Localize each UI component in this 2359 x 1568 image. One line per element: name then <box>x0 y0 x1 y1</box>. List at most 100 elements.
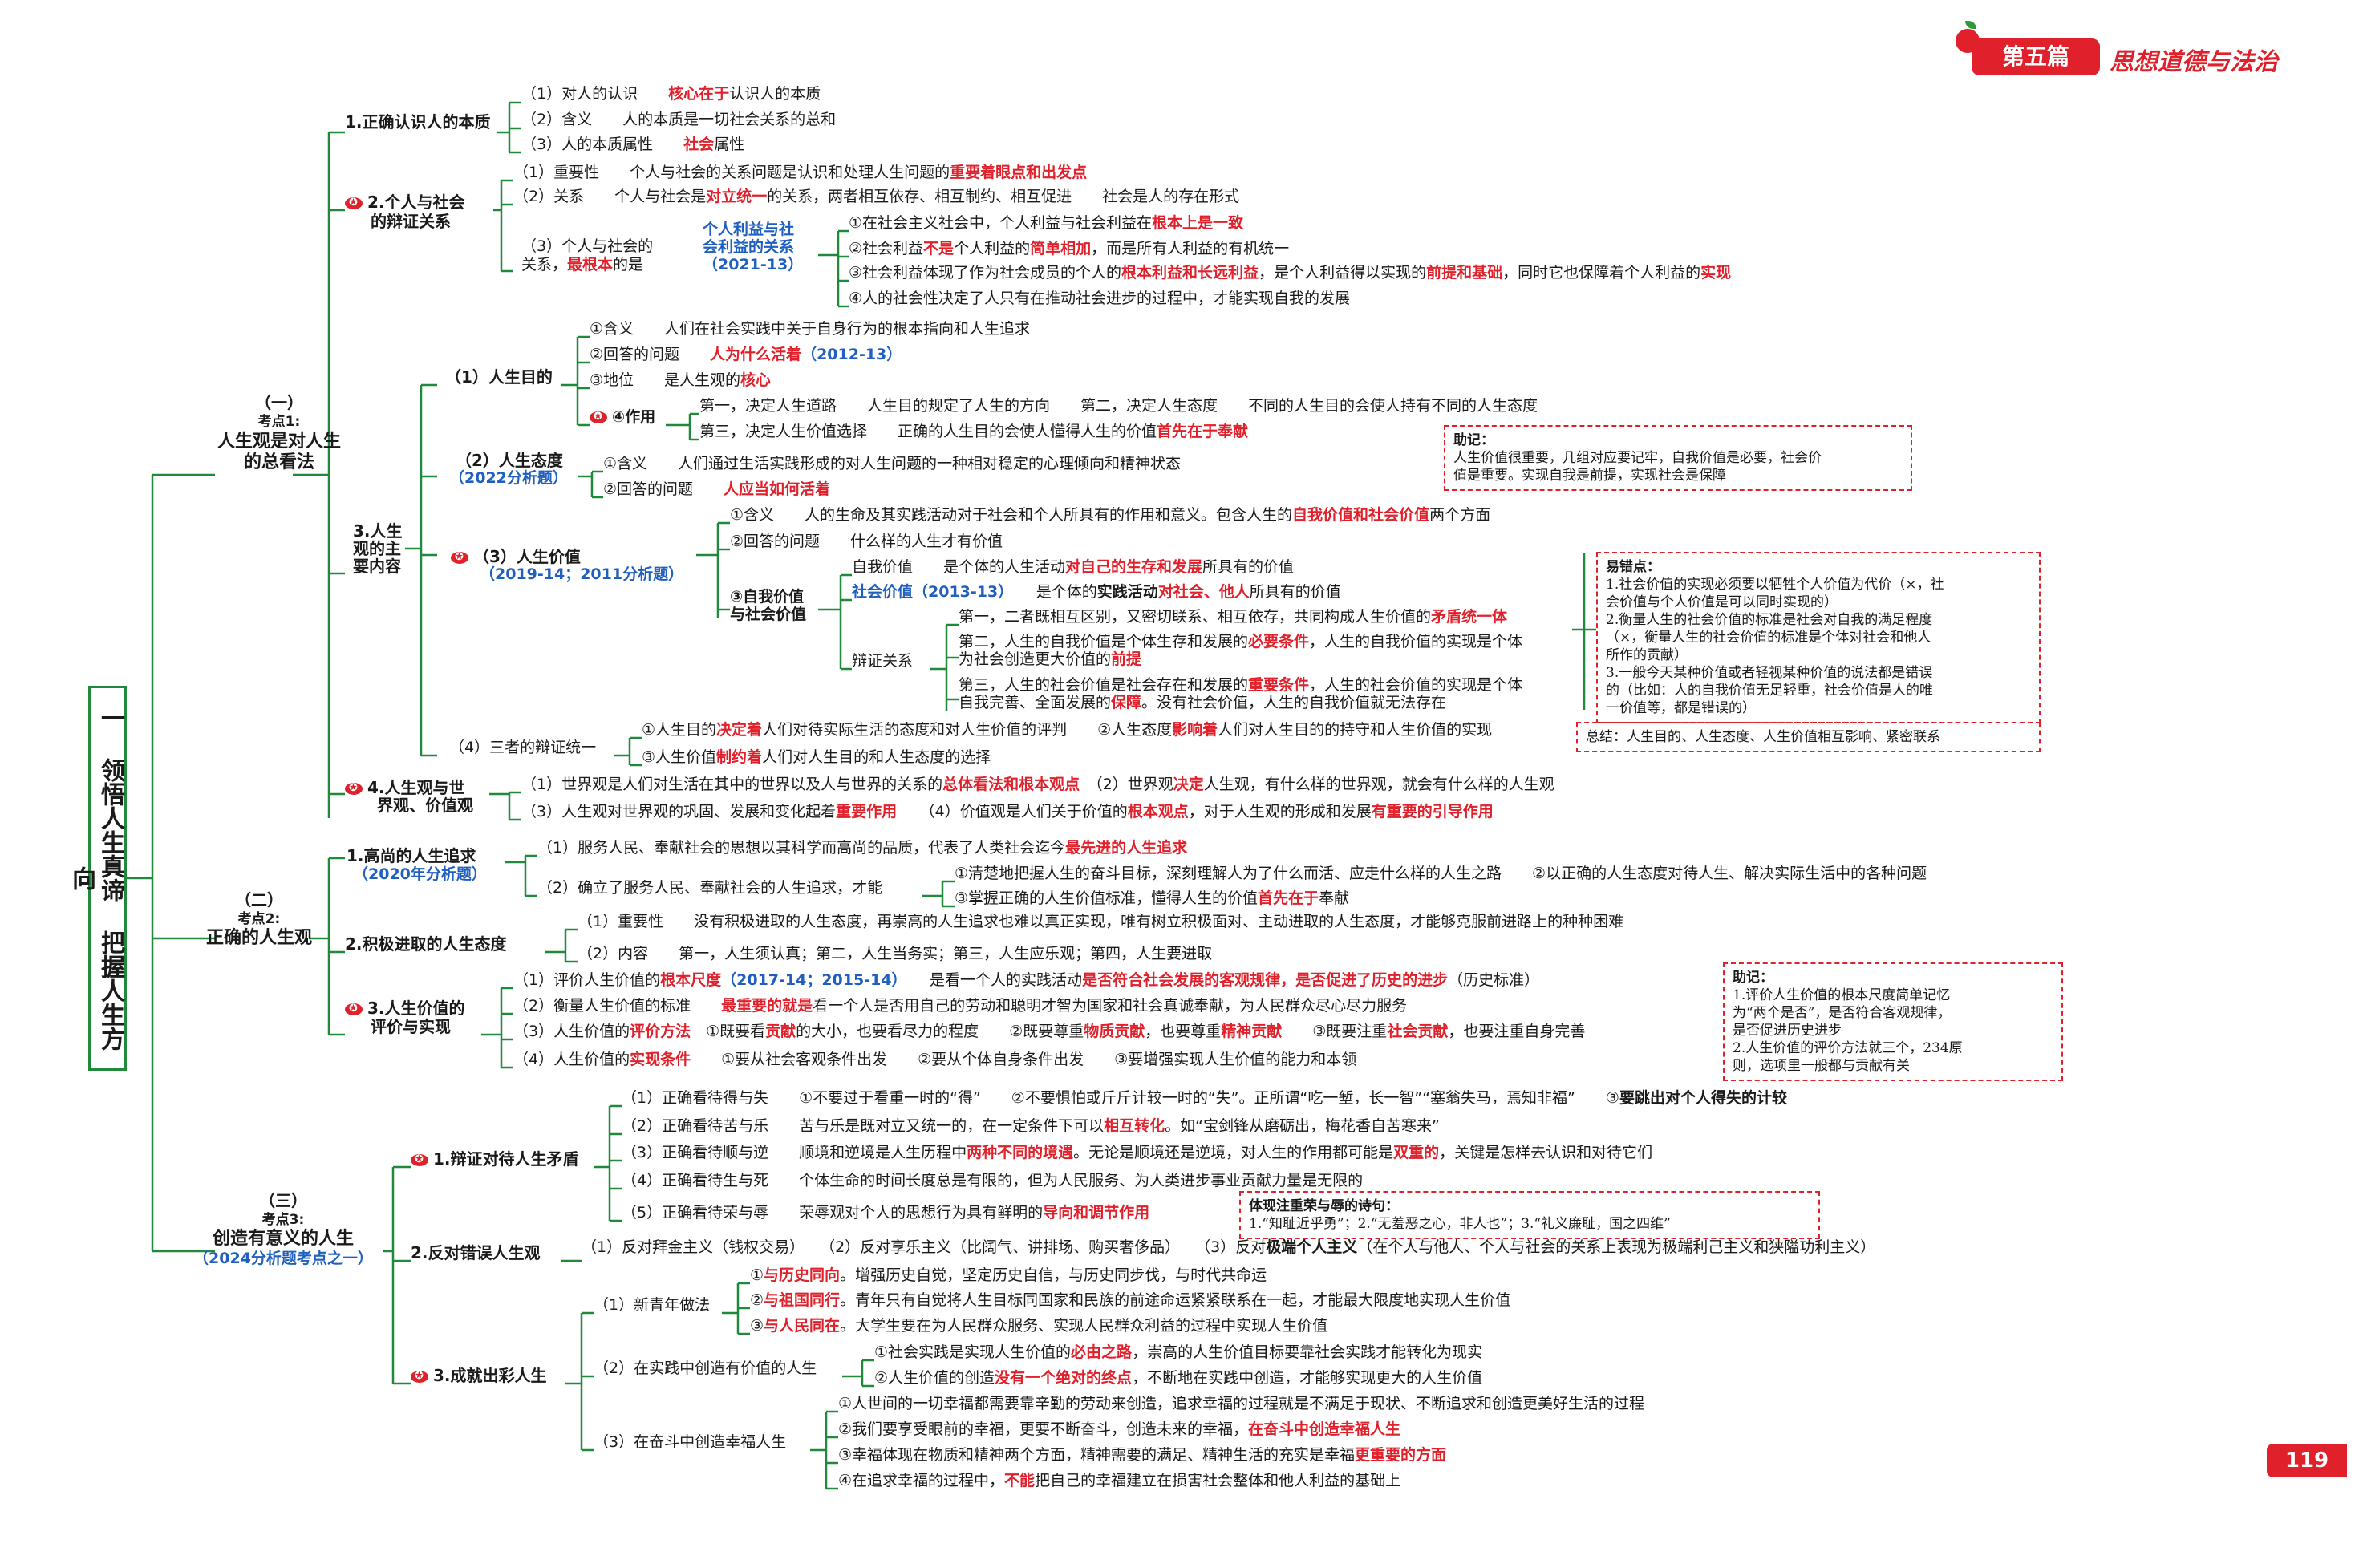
branch-s1-p1-2: ②回答的问题 人为什么活着（2012-13） <box>590 345 902 364</box>
text-run: ②回答的问题 <box>590 346 711 363</box>
key-point-icon <box>590 407 607 427</box>
text-run: 决定着 <box>716 721 763 739</box>
branch-s1-b2-3-2: ②社会利益不是个人利益的简单相加，而是所有人利益的有机统一 <box>849 239 1289 258</box>
text-run: （1）世界观 <box>521 776 608 793</box>
text-run: 制约着 <box>716 748 763 766</box>
text-run: ③人生价值 <box>642 748 717 766</box>
branch-s3-b3-3a: ①人世间的一切幸福都需要靠辛勤的劳动来创造，追求幸福的过程就是不满足于现状、不断… <box>838 1394 1644 1413</box>
branch-s3-b3: 3.成就出彩人生 <box>411 1366 547 1386</box>
text-run: 不是 <box>923 240 955 257</box>
branch-s2-b1a: 1.高尚的人生追求 <box>347 846 476 866</box>
text-run: ，而是所有人利益的有机统一 <box>1091 240 1290 257</box>
text-run: ，关键是怎样去认识和对待它们 <box>1439 1144 1653 1161</box>
text-run: 人为什么活着 <box>710 346 802 363</box>
section-3-node: （三） 考点3: 创造有意义的人生 （2024分析题考点之一） <box>183 1191 383 1268</box>
branch-s1-p2b: （2022分析题） <box>449 468 568 488</box>
text-run: 人们对待实际生活的态度和对人生价值的评判 ②人生态度 <box>762 721 1173 739</box>
branch-s2-b2: 2.积极进取的人生态度 <box>345 934 507 954</box>
branch-s3-b3-3d: ④在追求幸福的过程中，不能把自己的幸福建立在损害社会整体和他人利益的基础上 <box>838 1471 1400 1490</box>
text-run: 对立统一 <box>706 188 768 205</box>
text-run: 物质贡献 <box>1084 1023 1145 1040</box>
branch-s1-p3-3-2: 社会价值（2013-13） 是个体的实践活动对社会、他人所具有的价值 <box>852 582 1341 602</box>
branch-s2-b2-2: （2）内容 第一，人生须认真；第二，人生当务实；第三，人生应乐观；第四，人生要进… <box>578 944 1212 963</box>
branch-s3-b3-1: （1）新青年做法 <box>594 1295 710 1315</box>
branch-s1-b2-1: （1）重要性 个人与社会的关系问题是认识和处理人生问题的重要着眼点和出发点 <box>513 163 1087 182</box>
text-run: 双重的 <box>1393 1144 1440 1161</box>
branch-s1-b1-2: （2）含义 人的本质是一切社会关系的总和 <box>521 110 836 129</box>
text-run: 会利益的关系 <box>703 238 795 256</box>
note-line: 所作的贡献） <box>1606 647 1688 663</box>
text-run: （2021-13） <box>703 256 804 273</box>
branch-s3-b3-2: （2）在实践中创造有价值的人生 <box>594 1359 817 1378</box>
note-line: 是否促进历史进步 <box>1733 1023 1842 1039</box>
text-run: ②回答的问题 什么样的人生才有价值 <box>730 533 1003 550</box>
text-run: ④在追求幸福的过程中， <box>838 1472 1005 1489</box>
key-point-icon <box>345 779 363 798</box>
section-2-number: （二） <box>235 890 283 910</box>
text-run: ，是个人利益得以实现的 <box>1259 264 1427 282</box>
text-run: （2）内容 第一，人生须认真；第二，人生当务实；第三，人生应乐观；第四，人生要进… <box>578 945 1213 962</box>
text-run: ①含义 人的生命及其实践活动对于社会和个人所具有的作用和意义。包含人生的 <box>730 506 1293 524</box>
note-title: 体现注重荣与辱的诗句： <box>1249 1198 1399 1214</box>
note-line: 为“两个是否”，是否符合客观规律， <box>1733 1005 1952 1021</box>
text-run: ，也要尊重 <box>1145 1023 1222 1040</box>
part-label: 第五篇 <box>1972 38 2100 75</box>
text-run: 对社会、他人 <box>1157 583 1250 601</box>
text-run: ③ <box>750 1317 764 1335</box>
branch-s2-b1-1: （1）服务人民、奉献社会的思想以其科学而高尚的品质，代表了人类社会迄今最先进的人… <box>537 838 1187 857</box>
branch-s1-p3-1: ①含义 人的生命及其实践活动对于社会和个人所具有的作用和意义。包含人生的自我价值… <box>730 505 1490 525</box>
branch-s3-b1-1: （1）正确看待得与失 ①不要过于看重一时的“得” ②不要惧怕或斤斤计较一时的“失… <box>622 1088 1787 1108</box>
branch-s1-b2-3-3: ③社会利益体现了作为社会成员的个人的根本利益和长远利益，是个人利益得以实现的前提… <box>849 263 1731 282</box>
text-run: 没有一个绝对的终点 <box>995 1369 1133 1387</box>
text-run: 对自己的生存和发展 <box>1065 558 1203 576</box>
branch-s1-p3-3-d2b: 为社会创造更大价值的前提 <box>959 650 1141 669</box>
text-run: 前提和基础 <box>1426 264 1503 282</box>
text-run: 是人们对生活在其中的世界以及人与世界的关系的 <box>607 776 943 793</box>
text-run: （2）人生态度 <box>456 451 563 470</box>
text-run: 决定 <box>1173 776 1204 793</box>
text-run: 实现 <box>1700 264 1732 282</box>
text-run: ①含义 人们通过生活实践形成的对人生问题的一种相对稳定的心理倾向和精神状态 <box>603 455 1182 472</box>
text-run: 2.反对错误人生观 <box>411 1243 541 1262</box>
text-run: 2.积极进取的人生态度 <box>345 934 507 954</box>
root-topic: 一 领悟人生真谛 把握人生方向 <box>67 686 127 1071</box>
text-run: ②我们要享受眼前的幸福，更要不断奋斗，创造未来的幸福， <box>838 1420 1249 1438</box>
branch-s3-b1-4: （4）正确看待生与死 个体生命的时间长度总是有限的，但为人民服务、为人类进步事业… <box>622 1171 1363 1190</box>
text-run: （历史标准） <box>1448 971 1540 989</box>
text-run: 影响着 <box>1172 721 1218 739</box>
text-run: （1）正确看待得与失 ①不要过于看重一时的“得” ②不要惧怕或斤斤计较一时的“失… <box>622 1089 1619 1107</box>
branch-s1-p1-1: ①含义 人们在社会实践中关于自身行为的根本指向和人生追求 <box>590 319 1030 338</box>
text-run: 与人民同在 <box>764 1317 841 1335</box>
branch-s2-b1-2b: ③掌握正确的人生价值标准，懂得人生的价值首先在于奉献 <box>955 889 1349 908</box>
text-run: 人生观，有什么样的世界观，就会有什么样的人生观 <box>1203 776 1554 793</box>
text-run: 第一，决定人生道路 人生目的规定了人生的方向 第二，决定人生态度 不同的人生目的… <box>699 397 1538 415</box>
branch-s1-p3-3a: ③自我价值 <box>730 587 804 606</box>
text-run: ①社会实践是实现人生价值的 <box>874 1343 1072 1361</box>
note-line: 一价值等，都是错误的） <box>1606 700 1756 716</box>
text-run: （2）正确看待苦与乐 苦与乐是既对立又统一的，在一定条件下可以 <box>622 1117 1105 1135</box>
text-run: 必由之路 <box>1071 1343 1133 1361</box>
text-run: 为社会创造更大价值的 <box>959 650 1112 668</box>
note-title: 助记： <box>1453 432 1494 448</box>
branch-s2-b1b: （2020年分析题） <box>353 865 487 884</box>
text-run: ③幸福体现在物质和精神两个方面，精神需要的满足、精神生活的充实是幸福 <box>838 1446 1356 1464</box>
branch-s3-b3-1b: ②与祖国同行。青年只有自觉将人生目标同国家和民族的前途命运紧紧联系在一起，才能最… <box>750 1290 1510 1310</box>
text-run: 认识人的本质 <box>729 85 821 103</box>
text-run: 最先进的人生追求 <box>1065 839 1188 857</box>
text-run: 贡献 <box>765 1023 796 1040</box>
text-run: ，也要注重自身完善 <box>1448 1023 1586 1040</box>
text-run: 的大小，也要看尽力的程度 ②既要尊重 <box>796 1023 1084 1040</box>
text-run: 导向和调节作用 <box>1043 1204 1150 1222</box>
branch-s1-p3a: （3）人生价值 <box>451 547 581 567</box>
branch-s1-b4-2: （3）人生观对世界观的巩固、发展和变化起着重要作用 （4）价值观是人们关于价值的… <box>521 802 1494 821</box>
text-run: 极端个人主义 <box>1266 1238 1358 1256</box>
text-run: 核心 <box>740 371 772 389</box>
text-run: 人们对人生目的和人生态度的选择 <box>762 748 991 766</box>
text-run: 重要着眼点和出发点 <box>950 164 1088 181</box>
text-run: 在奋斗中创造幸福人生 <box>1248 1420 1401 1438</box>
branch-s2-b2-1: （1）重要性 没有积极进取的人生态度，再崇高的人生追求也难以真正实现，唯有树立积… <box>578 912 1623 931</box>
branch-s2-b3-4: （4）人生价值的实现条件 ①要从社会客观条件出发 ②要从个体自身条件出发 ③要增… <box>513 1050 1356 1069</box>
text-run: ①人世间的一切幸福都需要靠辛勤的劳动来创造，追求幸福的过程就是不满足于现状、不断… <box>838 1395 1645 1412</box>
text-run: 与社会价值 <box>730 606 807 623</box>
text-run: （3）人生价值的 <box>513 1023 630 1040</box>
